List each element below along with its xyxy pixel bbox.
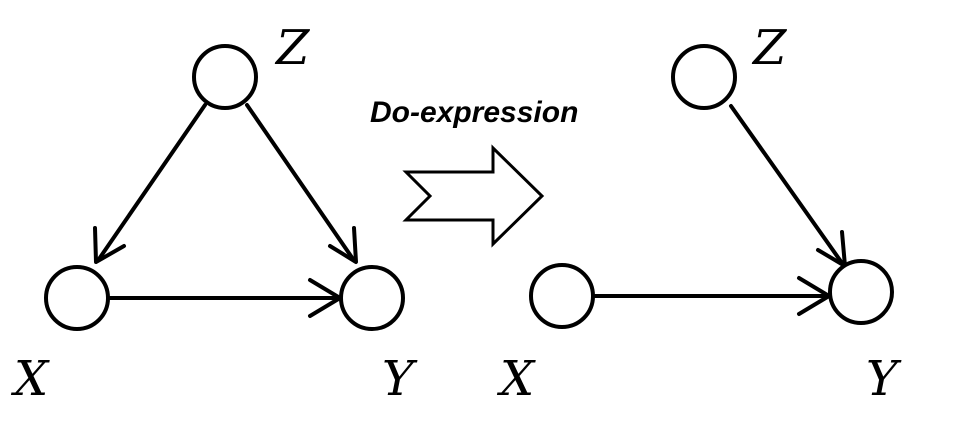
left-node-y (339, 265, 405, 331)
left-edge-z-y (245, 103, 355, 261)
transformation-caption: Do-expression (370, 96, 578, 129)
right-label-z: Z (751, 20, 788, 76)
right-label-x: X (496, 351, 536, 407)
right-edge-z-y (729, 104, 844, 265)
left-node-z (192, 44, 258, 110)
right-graph: Z X Y (496, 20, 902, 407)
left-label-x: X (10, 351, 50, 407)
left-edge-z-x (97, 103, 207, 261)
left-node-x (44, 265, 110, 331)
right-label-y: Y (866, 351, 902, 407)
left-arrowhead-z-x (93, 226, 126, 264)
right-node-y (828, 259, 894, 325)
left-label-z: Z (274, 20, 311, 76)
left-graph: Z X Y (10, 20, 418, 407)
left-arrowhead-z-y (328, 226, 358, 264)
left-label-y: Y (382, 351, 418, 407)
right-node-z (671, 44, 737, 110)
transformation-arrow-icon (402, 144, 545, 248)
right-node-x (529, 263, 595, 329)
